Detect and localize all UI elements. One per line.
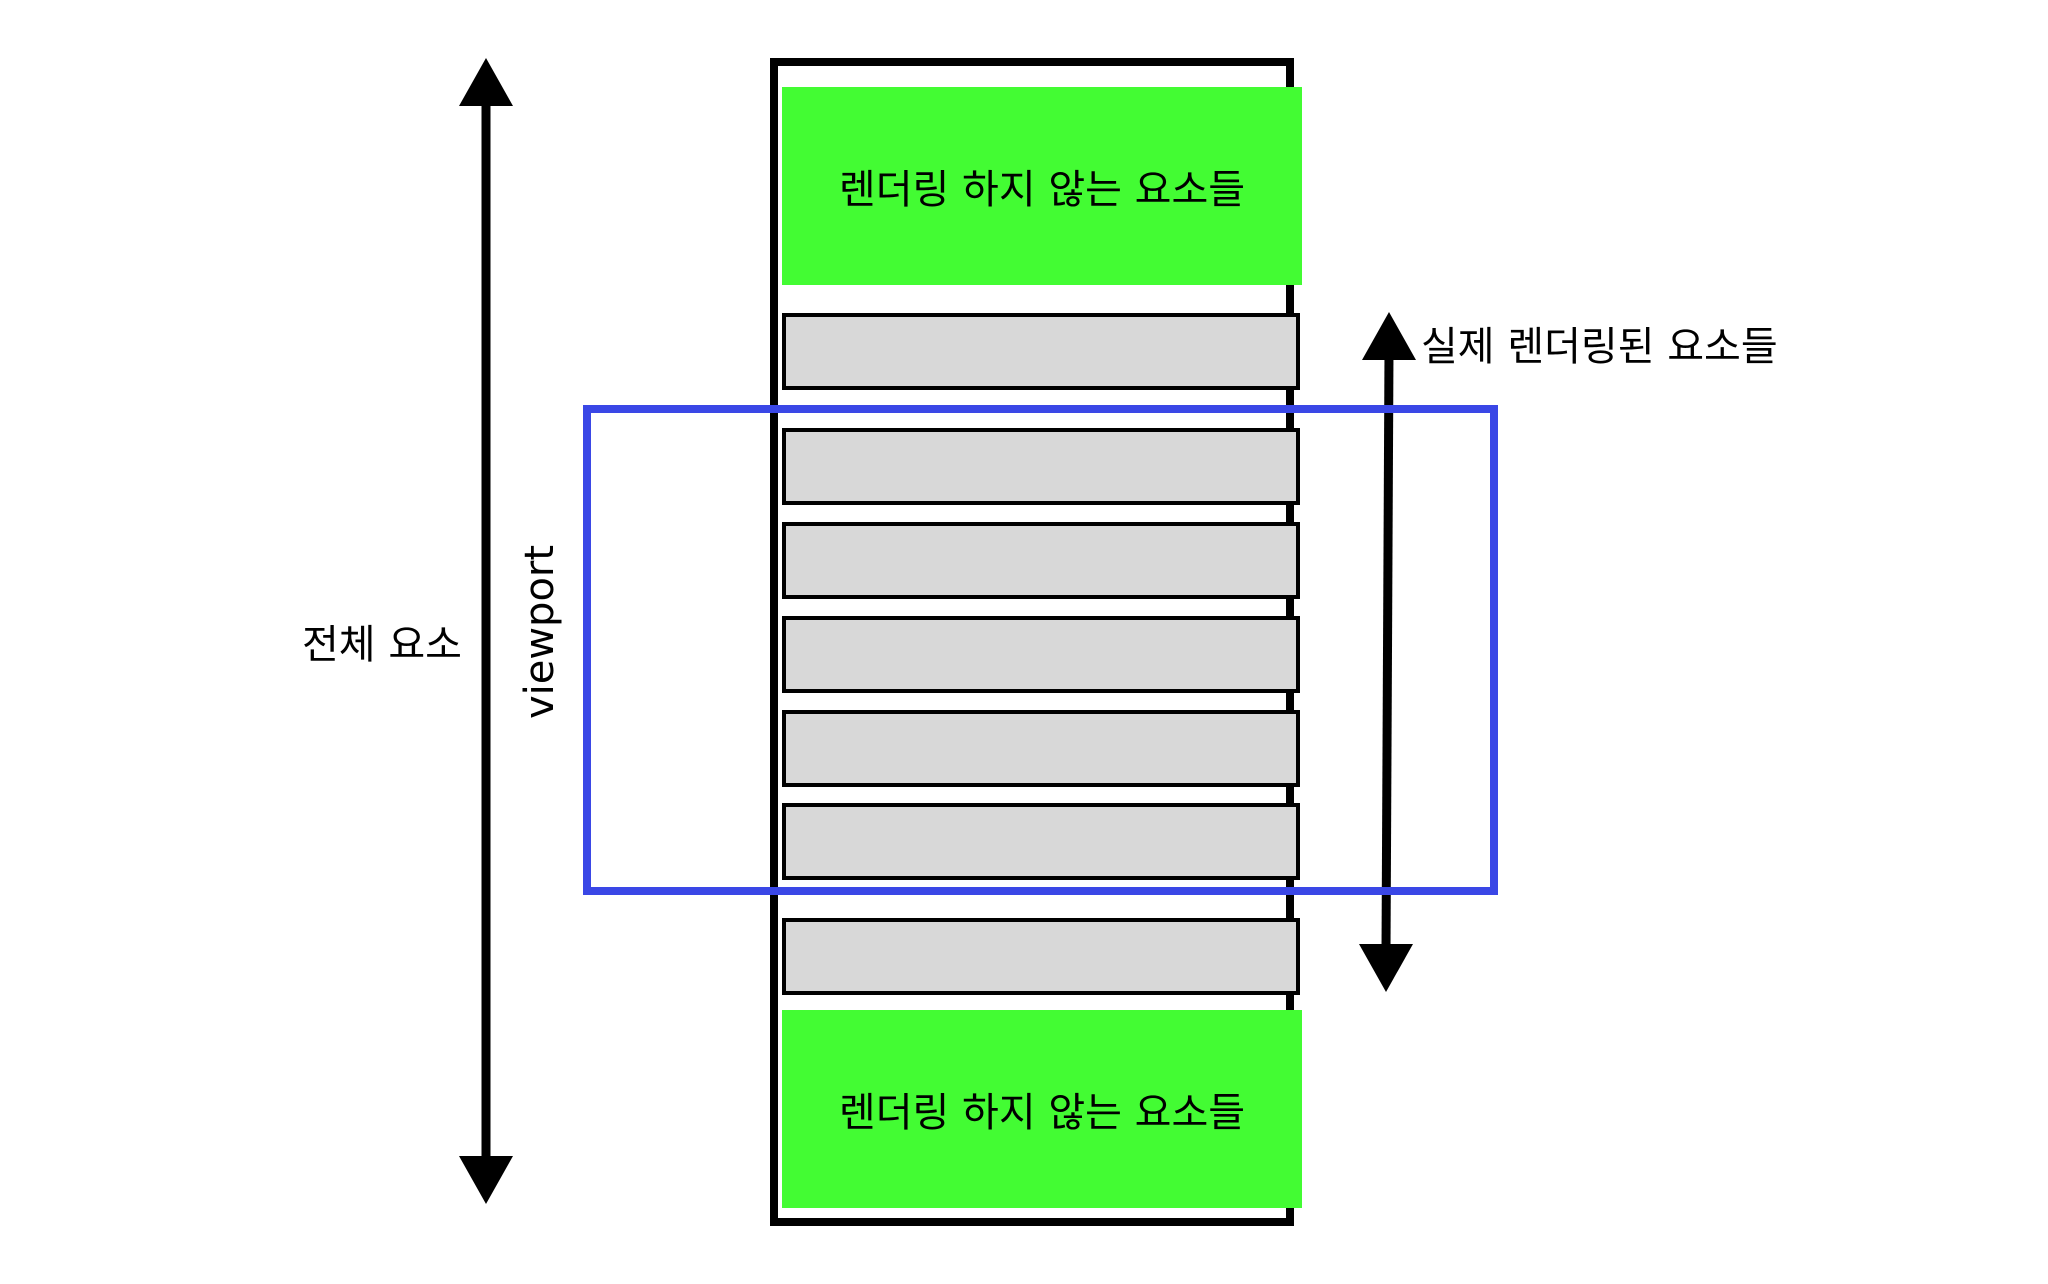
- list-item: [782, 918, 1300, 995]
- list-item: [782, 710, 1300, 787]
- viewport-frame: [583, 405, 1498, 895]
- total-elements-label: 전체 요소: [302, 622, 462, 668]
- list-item: [782, 803, 1300, 880]
- rendered-elements-arrow: [1359, 312, 1416, 992]
- rendered-elements-label: 실제 렌더링된 요소들: [1421, 324, 1778, 370]
- not-rendered-block-top: 렌더링 하지 않는 요소들: [782, 87, 1302, 285]
- viewport-label: viewport: [517, 544, 563, 720]
- list-item: [782, 616, 1300, 693]
- list-item: [782, 428, 1300, 505]
- list-item: [782, 522, 1300, 599]
- not-rendered-label-top: 렌더링 하지 않는 요소들: [838, 167, 1246, 213]
- list-item: [782, 313, 1300, 390]
- total-elements-arrow: [459, 58, 513, 1204]
- not-rendered-block-bottom: 렌더링 하지 않는 요소들: [782, 1010, 1302, 1208]
- not-rendered-label-bottom: 렌더링 하지 않는 요소들: [838, 1090, 1246, 1136]
